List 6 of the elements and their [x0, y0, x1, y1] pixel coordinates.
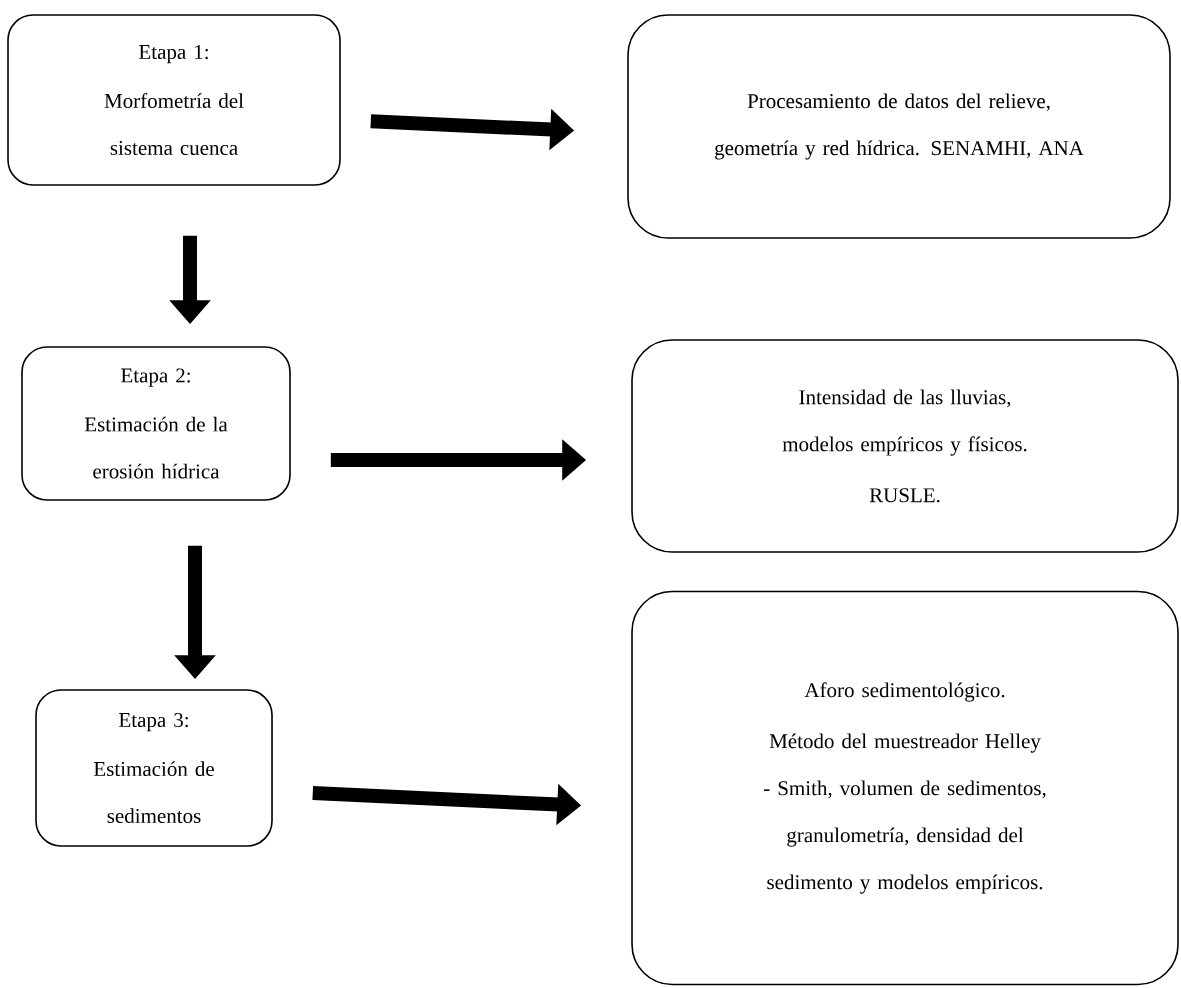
process-box: Etapa 3: Estimación de sedimentos: [35, 689, 273, 847]
process-box: Aforo sedimentológico. Método del muestreador Helley - Smith, volumen de sedimentos, granulometría, densidad del sedimento y modelos empíricos.: [631, 590, 1179, 986]
process-box: Etapa 1: Morfometría del sistema cuenca: [7, 14, 341, 186]
process-box: Intensidad de las lluvias, modelos empíricos y físicos. RUSLE.: [631, 339, 1179, 553]
process-box: Procesamiento de datos del relieve, geometría y red hídrica. SENAMHI, ANA: [627, 14, 1171, 239]
process-box: Etapa 2: Estimación de la erosión hídrica: [21, 346, 291, 501]
